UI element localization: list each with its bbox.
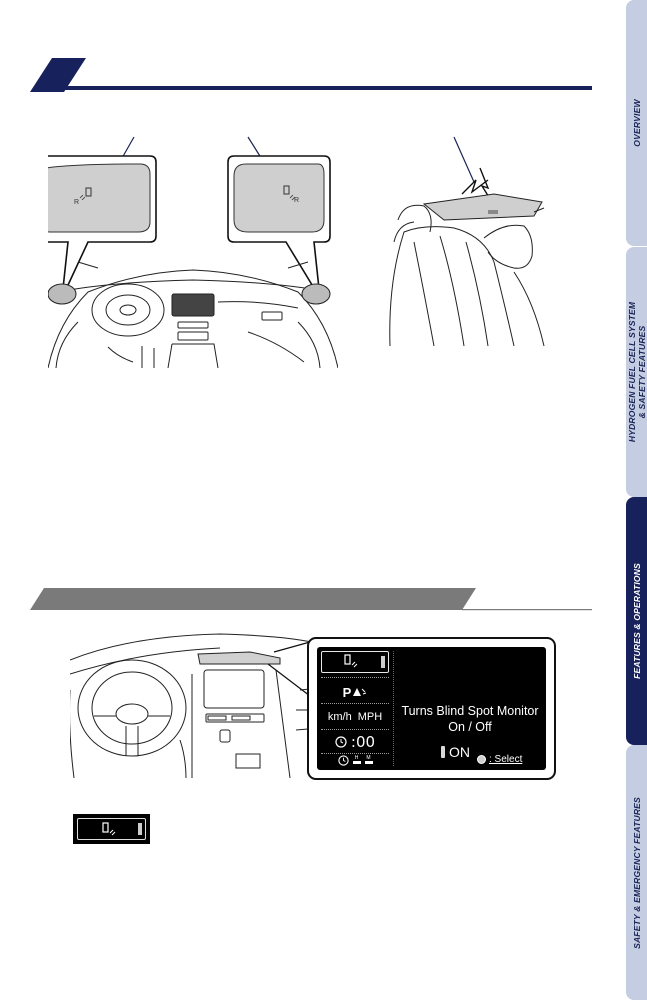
menu-item-clock[interactable]: :00	[321, 731, 389, 753]
tab-overview[interactable]: OVERVIEW	[626, 0, 647, 246]
parking-sensor-icon	[353, 688, 367, 696]
clock-display: :00	[350, 733, 376, 751]
menu-separator	[321, 677, 389, 678]
tab-hydrogen-label-line1: HYDROGEN FUEL CELL SYSTEM	[626, 301, 637, 443]
menu-separator	[321, 753, 389, 754]
bsm-menu-icon-example	[73, 814, 150, 844]
bsm-menu-icon-frame	[77, 818, 146, 840]
bsm-icon	[344, 654, 385, 668]
header-bar	[30, 58, 592, 92]
bsm-status-text: ON	[449, 744, 470, 760]
dashboard-display-illustration	[70, 630, 320, 778]
bsm-status: ON	[441, 744, 470, 760]
select-hint: : Select	[477, 754, 522, 765]
menu-separator	[321, 729, 389, 730]
menu-separator	[321, 703, 389, 704]
bsm-icon-small	[102, 822, 142, 836]
tab-safety-emergency[interactable]: SAFETY & EMERGENCY FEATURES	[626, 745, 647, 1000]
select-hint-text: : Select	[489, 754, 523, 765]
section-tab-strip: OVERVIEW HYDROGEN FUEL CELL SYSTEM & SAF…	[626, 0, 647, 1000]
menu-item-bsm[interactable]	[321, 651, 389, 673]
mirror-indicator-illustration: R R	[48, 132, 338, 368]
tab-hydrogen-fuel-cell[interactable]: HYDROGEN FUEL CELL SYSTEM & SAFETY FEATU…	[626, 247, 647, 497]
menu-item-units[interactable]: km/h MPH	[321, 706, 389, 728]
menu-item-parking-support[interactable]: P	[321, 681, 389, 703]
display-screen: P km/h MPH :00	[317, 647, 546, 770]
park-symbol: P	[342, 684, 352, 700]
multi-information-display: P km/h MPH :00	[307, 637, 556, 780]
clock-sub-h: H	[354, 755, 359, 761]
clock-sub-m: M	[366, 755, 371, 761]
select-knob-icon	[477, 755, 486, 764]
right-mirror-icon-text: R	[294, 197, 299, 204]
tab-hydrogen-label-line2: & SAFETY FEATURES	[636, 325, 647, 419]
units-kmh: km/h	[327, 711, 352, 723]
function-description: Turns Blind Spot Monitor On / Off	[401, 704, 539, 734]
right-mirror-bsm-icon: R	[283, 185, 299, 204]
display-menu: P km/h MPH :00	[317, 647, 393, 770]
units-mph: MPH	[357, 711, 383, 723]
menu-divider	[393, 651, 394, 766]
menu-item-clock-set[interactable]: H M	[321, 752, 389, 768]
tab-features-operations[interactable]: FEATURES & OPERATIONS	[626, 497, 647, 745]
status-indicator-bar	[441, 746, 445, 758]
tab-safety-label: SAFETY & EMERGENCY FEATURES	[631, 796, 642, 949]
tab-features-label: FEATURES & OPERATIONS	[631, 563, 642, 679]
clock-set-icon	[337, 754, 349, 766]
clock-icon	[335, 736, 347, 748]
section-header-bar	[30, 588, 592, 614]
left-mirror-icon-text: R	[74, 199, 79, 206]
tab-overview-label: OVERVIEW	[631, 99, 642, 147]
tab-hydrogen-label: HYDROGEN FUEL CELL SYSTEM & SAFETY FEATU…	[627, 302, 647, 442]
rear-radar-sensor-illustration	[384, 132, 554, 346]
left-mirror-bsm-icon: R	[74, 187, 92, 206]
